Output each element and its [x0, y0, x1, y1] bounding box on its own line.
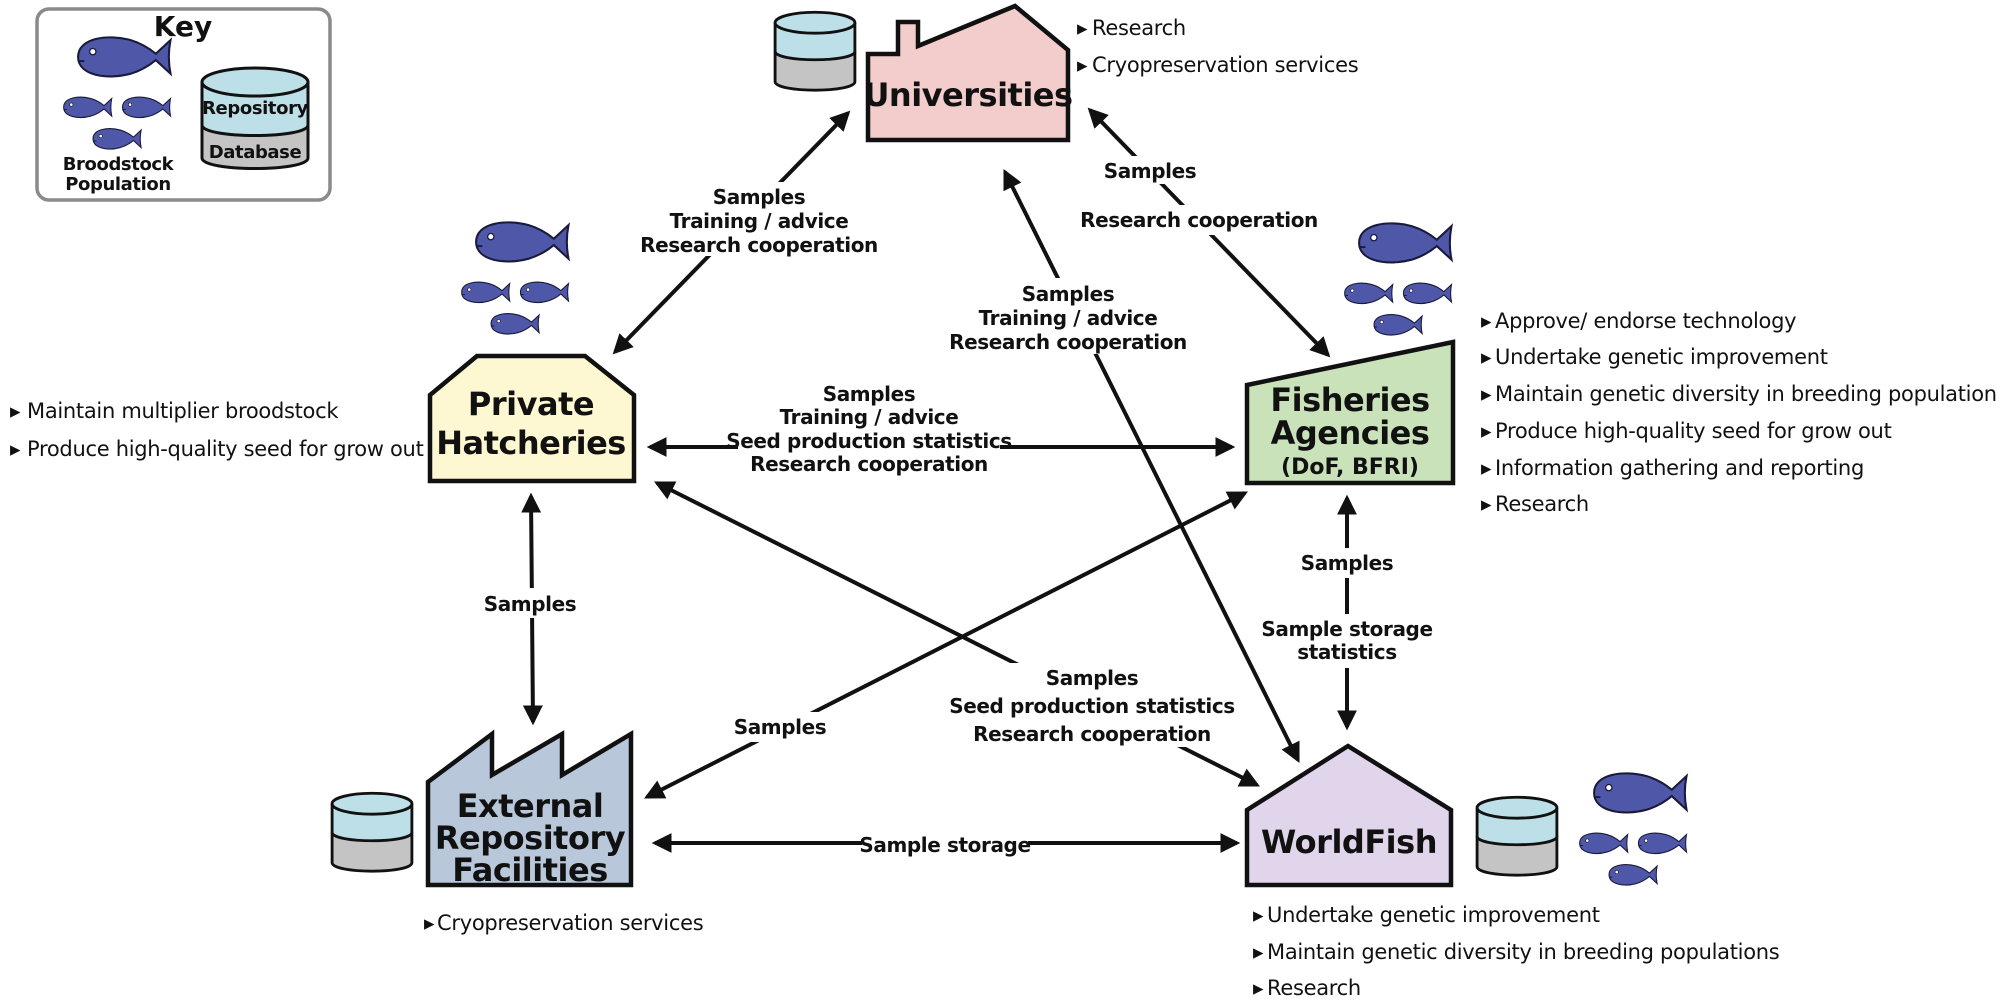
external-label-line1: External: [457, 787, 604, 825]
bullet-marker-icon: ▸: [1077, 53, 1088, 77]
fisheries-bullet: Produce high-quality seed for grow out: [1495, 419, 1892, 443]
node-external-repository: External Repository Facilities ▸ Cryopre…: [330, 729, 704, 935]
worldfish-bullet: Undertake genetic improvement: [1267, 903, 1600, 927]
bullet-marker-icon: ▸: [1253, 940, 1264, 964]
edge-label-line: Seed production statistics: [949, 694, 1235, 718]
bullet-marker-icon: ▸: [1253, 976, 1264, 1000]
bullet-marker-icon: ▸: [1481, 309, 1492, 333]
edge-label-line: Training / advice: [780, 405, 959, 429]
node-worldfish: WorldFish ▸ Undertake genetic improvemen…: [1244, 743, 1780, 1000]
edge-label-hatcheries-external: Samples: [480, 588, 580, 618]
universities-bullet: Cryopreservation services: [1092, 53, 1358, 77]
edge-label-line: Research cooperation: [640, 233, 878, 257]
universities-building-shape: [865, 3, 1071, 143]
hatcheries-building-shape: [427, 353, 637, 484]
hatcheries-bullets: ▸ Maintain multiplier broodstock ▸ Produ…: [10, 399, 424, 461]
repository-database-icon: [200, 66, 310, 170]
edge-label-line: Seed production statistics: [726, 429, 1012, 453]
fisheries-label-line3: (DoF, BFRI): [1281, 455, 1419, 480]
hatcheries-bullet: Maintain multiplier broodstock: [27, 399, 339, 423]
worldfish-broodstock-fish-icon: [1580, 773, 1687, 885]
node-private-hatcheries: Private Hatcheries ▸ Maintain multiplier…: [10, 222, 637, 484]
edge-label-line: Samples: [1104, 159, 1197, 183]
universities-bullet: Research: [1092, 16, 1186, 40]
edge-label-line: Research cooperation: [949, 330, 1187, 354]
key-database-label: Database: [209, 142, 302, 163]
external-database-icon: [330, 791, 414, 873]
bullet-marker-icon: ▸: [10, 437, 21, 461]
edge-label-universities-fisheries: Samples Research cooperation: [1080, 156, 1318, 235]
node-universities: Universities ▸ Research ▸ Cryopreservati…: [773, 3, 1359, 143]
fisheries-bullets: ▸ Approve/ endorse technology ▸ Undertak…: [1481, 309, 1997, 516]
arrow-fisheries-external: [644, 491, 1248, 799]
fisheries-label-line1: Fisheries: [1270, 381, 1429, 419]
edge-label-line: Sample storage: [1261, 617, 1432, 641]
universities-bullets: ▸ Research ▸ Cryopreservation services: [1077, 16, 1359, 77]
edge-label-line: statistics: [1297, 640, 1396, 664]
edge-label-line: Training / advice: [979, 306, 1158, 330]
external-bullet: Cryopreservation services: [437, 911, 703, 935]
bullet-marker-icon: ▸: [1481, 456, 1492, 480]
hatcheries-bullet: Produce high-quality seed for grow out: [27, 437, 424, 461]
fisheries-bullet: Maintain genetic diversity in breeding p…: [1495, 382, 1997, 406]
worldfish-building-shape: [1244, 743, 1454, 888]
edge-label-line: Training / advice: [670, 209, 849, 233]
external-bullets: ▸ Cryopreservation services: [424, 911, 704, 935]
edge-label-line: Samples: [1022, 282, 1115, 306]
fisheries-bullet: Undertake genetic improvement: [1495, 345, 1828, 369]
external-repository-building-shape: [425, 729, 634, 888]
edge-label-external-worldfish: Sample storage: [859, 829, 1031, 859]
key-box: Key Broodstock Population Repository Dat…: [35, 7, 332, 202]
external-label-line2: Repository: [435, 819, 626, 857]
worldfish-database-icon: [1475, 795, 1559, 877]
edge-label-line: Research cooperation: [973, 722, 1211, 746]
universities-label: Universities: [863, 76, 1072, 114]
edge-label-hatcheries-fisheries: Samples Training / advice Seed productio…: [726, 380, 1012, 480]
edge-label-fisheries-external: Samples: [728, 712, 832, 742]
edge-label-line: Research cooperation: [1080, 208, 1318, 232]
fisheries-bullet: Approve/ endorse technology: [1495, 309, 1796, 333]
bullet-marker-icon: ▸: [424, 911, 435, 935]
bullet-marker-icon: ▸: [1481, 419, 1492, 443]
bullet-marker-icon: ▸: [1077, 16, 1088, 40]
fisheries-bullet: Research: [1495, 492, 1589, 516]
hatcheries-label-line1: Private: [468, 385, 594, 423]
hatcheries-label-line2: Hatcheries: [436, 424, 626, 462]
bullet-marker-icon: ▸: [1481, 492, 1492, 516]
external-label-line3: Facilities: [452, 851, 607, 889]
worldfish-bullets: ▸ Undertake genetic improvement ▸ Mainta…: [1253, 903, 1780, 1000]
hatcheries-broodstock-fish-icon: [462, 222, 569, 334]
edge-label-line: Samples: [713, 185, 806, 209]
edge-label-line: Samples: [484, 592, 577, 616]
edge-label-fisheries-worldfish: Samples Sample storage statistics: [1261, 548, 1433, 668]
edge-label-line: Research cooperation: [750, 452, 988, 476]
edge-label-line: Samples: [734, 715, 827, 739]
worldfish-bullet: Research: [1267, 976, 1361, 1000]
bullet-marker-icon: ▸: [1481, 345, 1492, 369]
fisheries-label-line2: Agencies: [1271, 414, 1430, 452]
fisheries-bullet: Information gathering and reporting: [1495, 456, 1864, 480]
node-fisheries-agencies: Fisheries Agencies (DoF, BFRI) ▸ Approve…: [1244, 223, 1997, 516]
worldfish-label: WorldFish: [1261, 823, 1437, 861]
key-broodstock-line2: Population: [65, 174, 171, 195]
edge-label-universities-hatcheries: Samples Training / advice Research coope…: [640, 182, 878, 257]
key-broodstock-line1: Broodstock: [63, 154, 175, 175]
bullet-marker-icon: ▸: [10, 399, 21, 423]
fisheries-building-shape: [1244, 339, 1456, 486]
worldfish-bullet: Maintain genetic diversity in breeding p…: [1267, 940, 1779, 964]
edge-label-line: Samples: [1301, 551, 1394, 575]
key-repository-label: Repository: [202, 98, 308, 119]
bullet-marker-icon: ▸: [1253, 903, 1264, 927]
bullet-marker-icon: ▸: [1481, 382, 1492, 406]
edge-label-universities-worldfish: Samples Training / advice Research coope…: [949, 278, 1187, 354]
edge-label-hatcheries-worldfish: Samples Seed production statistics Resea…: [949, 663, 1235, 747]
fisheries-broodstock-fish-icon: [1345, 223, 1452, 335]
edge-label-line: Sample storage: [859, 833, 1030, 857]
key-title: Key: [154, 10, 212, 43]
edge-label-line: Samples: [1046, 666, 1139, 690]
edge-label-line: Samples: [823, 382, 916, 406]
universities-database-icon: [773, 10, 857, 92]
